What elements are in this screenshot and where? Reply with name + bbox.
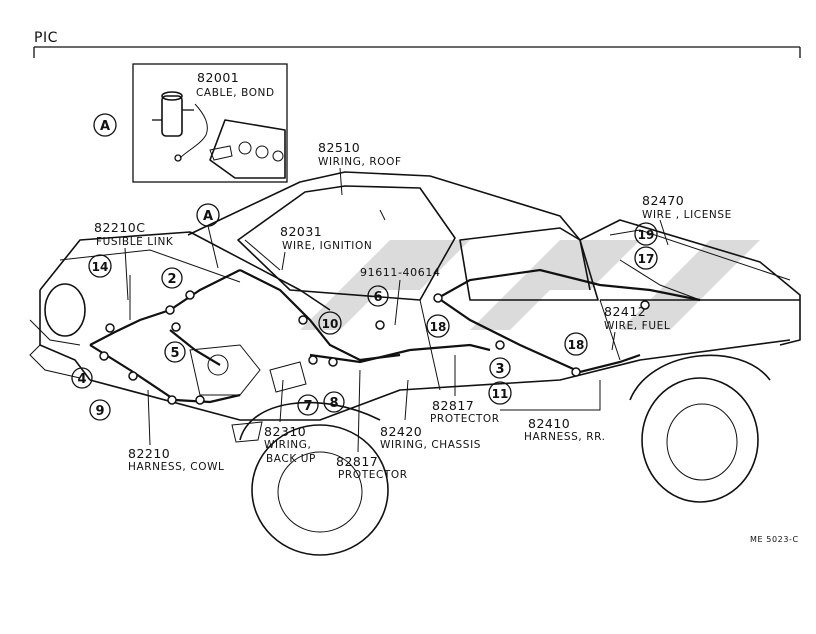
svg-text:18: 18 — [568, 338, 585, 352]
callout-10: 10 — [318, 311, 342, 335]
callout-18-b: 18 — [564, 332, 588, 356]
svg-text:2: 2 — [167, 272, 176, 287]
callout-9: 9 — [89, 399, 111, 421]
callout-a-inset — [93, 113, 117, 137]
watermark-logo — [300, 240, 760, 330]
connector-nodes — [99, 290, 650, 405]
svg-text:82310: 82310 — [264, 424, 306, 439]
pic-label: PIC — [34, 30, 58, 46]
svg-text:6: 6 — [373, 290, 382, 305]
svg-text:HARNESS, RR.: HARNESS, RR. — [524, 431, 606, 443]
callout-8: 8 — [323, 391, 345, 413]
svg-text:WIRING, CHASSIS: WIRING, CHASSIS — [380, 439, 481, 451]
svg-text:4: 4 — [77, 372, 86, 387]
svg-text:PROTECTOR: PROTECTOR — [430, 413, 500, 425]
part-label-fusible-link: 82210C FUSIBLE LINK — [94, 220, 174, 301]
svg-text:8: 8 — [329, 396, 338, 411]
svg-text:91611-40614: 91611-40614 — [360, 266, 441, 279]
svg-text:82031: 82031 — [280, 224, 322, 239]
part-label-license: 82470 WIRE , LICENSE — [642, 193, 732, 246]
svg-text:17: 17 — [638, 252, 655, 266]
svg-text:5: 5 — [170, 346, 179, 361]
part-label-back-up: 82310 WIRING, BACK UP — [264, 379, 316, 465]
svg-text:WIRING, ROOF: WIRING, ROOF — [318, 156, 402, 168]
part-label-chassis: 82420 WIRING, CHASSIS — [380, 379, 481, 451]
svg-text:FUSIBLE LINK: FUSIBLE LINK — [96, 236, 174, 248]
callout-18-a: 18 — [426, 314, 450, 338]
svg-text:82412: 82412 — [604, 304, 646, 319]
svg-text:3: 3 — [495, 362, 504, 377]
svg-text:82817: 82817 — [432, 398, 474, 413]
svg-text:A: A — [100, 119, 110, 134]
part-label-protector-2: 82817 PROTECTOR — [336, 369, 408, 481]
callout-4: 4 — [71, 367, 93, 389]
svg-text:11: 11 — [492, 387, 509, 401]
svg-text:BACK UP: BACK UP — [266, 453, 316, 465]
callout-14: 14 — [88, 254, 112, 278]
svg-text:14: 14 — [92, 260, 109, 274]
svg-text:7: 7 — [303, 399, 312, 414]
truck-body — [29, 171, 801, 556]
svg-text:WIRE, IGNITION: WIRE, IGNITION — [282, 240, 372, 252]
callout-2: 2 — [161, 267, 183, 289]
svg-text:82470: 82470 — [642, 193, 684, 208]
part-label-harness-cowl: 82210 HARNESS, COWL — [128, 389, 225, 473]
svg-text:A: A — [203, 209, 213, 224]
part-label-fuel: 82412 WIRE, FUEL — [604, 304, 670, 351]
svg-text:82410: 82410 — [528, 416, 570, 431]
callout-3: 3 — [489, 357, 511, 379]
part-label-protector-1: 82817 PROTECTOR — [430, 355, 500, 425]
clip-part-number: 91611-40614 — [360, 266, 441, 326]
svg-text:18: 18 — [430, 320, 447, 334]
callout-19: 19 — [634, 222, 658, 246]
svg-text:19: 19 — [638, 228, 655, 242]
svg-text:82510: 82510 — [318, 140, 360, 155]
svg-text:10: 10 — [322, 317, 339, 331]
callout-5: 5 — [164, 341, 186, 363]
inset-detail: A 82001 CABLE, BOND — [93, 63, 288, 183]
callout-6: 6 — [367, 285, 389, 307]
svg-text:82817: 82817 — [336, 454, 378, 469]
svg-text:9: 9 — [95, 404, 104, 419]
part-label-harness-rr: 82410 HARNESS, RR. — [500, 380, 606, 443]
svg-text:PROTECTOR: PROTECTOR — [338, 469, 408, 481]
svg-text:HARNESS, COWL: HARNESS, COWL — [128, 461, 225, 473]
svg-text:WIRING,: WIRING, — [264, 439, 311, 451]
inset-part-number: 82001 — [197, 70, 239, 85]
figure-code: ME 5023-C — [750, 535, 799, 544]
svg-text:82420: 82420 — [380, 424, 422, 439]
callout-circles: 2 3 4 5 6 7 8 9 10 11 14 17 18 18 19 — [71, 222, 658, 421]
callout-11: 11 — [488, 381, 512, 405]
svg-text:WIRE, FUEL: WIRE, FUEL — [604, 320, 670, 332]
callout-7: 7 — [297, 394, 319, 416]
part-label-roof: 82510 WIRING, ROOF — [318, 140, 402, 196]
inset-part-name: CABLE, BOND — [196, 87, 275, 99]
svg-text:WIRE , LICENSE: WIRE , LICENSE — [642, 209, 732, 221]
part-label-ignition: 82031 WIRE, IGNITION — [280, 224, 372, 271]
svg-text:82210C: 82210C — [94, 220, 146, 235]
svg-text:82210: 82210 — [128, 446, 170, 461]
callout-17: 17 — [634, 246, 658, 270]
